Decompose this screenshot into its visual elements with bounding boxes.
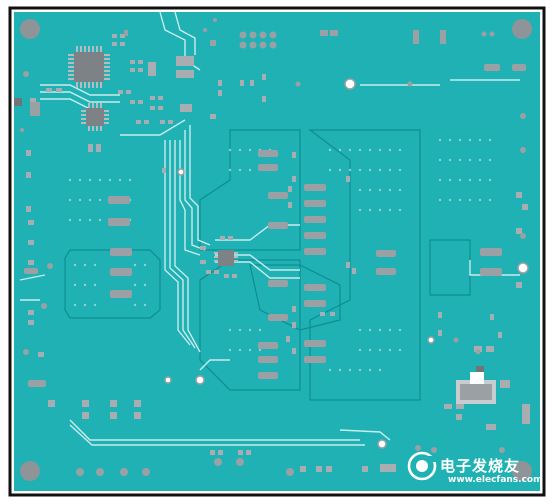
power-pads: [24, 64, 526, 387]
elecfans-logo-icon: [407, 451, 440, 481]
traces: [19, 11, 520, 446]
header-pins: [14, 30, 446, 476]
smd-components: [26, 34, 530, 472]
regulator-block: [456, 366, 496, 404]
misc-pads: [20, 18, 526, 453]
ic-secondary: [81, 103, 109, 131]
watermark-url: www.elecfans.com: [448, 475, 543, 485]
copper-pour: [14, 12, 540, 491]
ic-center-controller: [214, 250, 238, 266]
ic-mcu: [68, 46, 110, 88]
through-holes: [164, 78, 529, 449]
watermark-text: 电子发烧友: [440, 457, 521, 475]
mounting-holes: [20, 19, 532, 481]
